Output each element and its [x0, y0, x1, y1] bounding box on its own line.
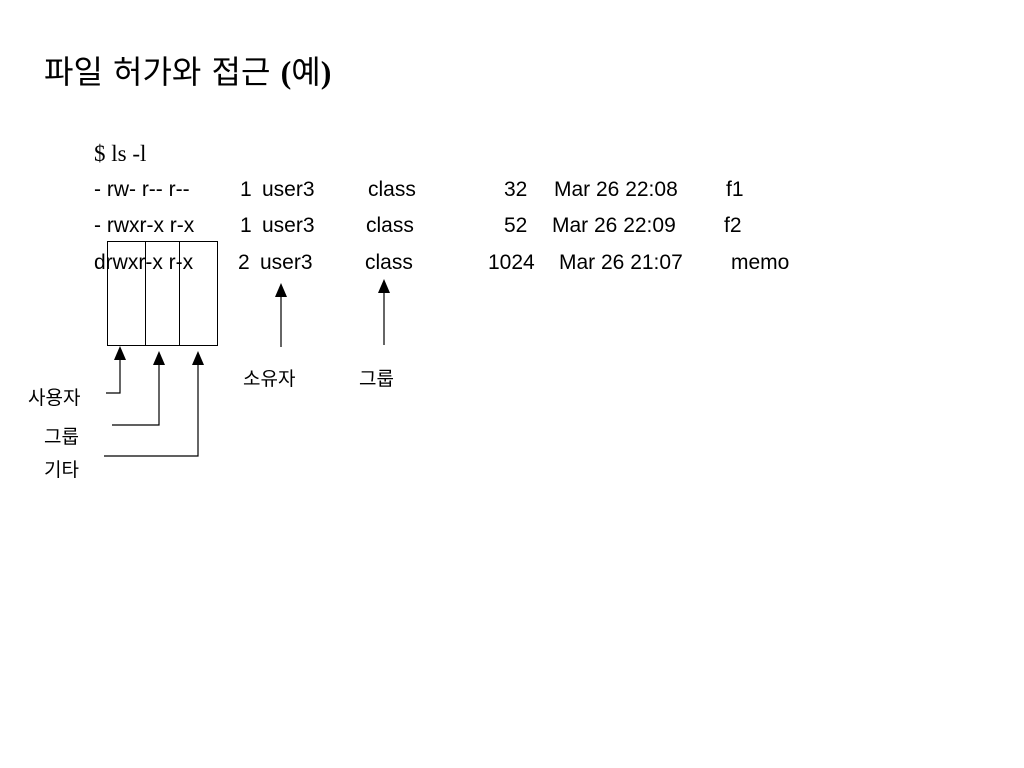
date-cell: Mar 26 21:07: [559, 251, 683, 274]
owner-cell: user3: [262, 214, 315, 237]
filename-cell: f1: [726, 178, 744, 201]
command-line: $ ls -l: [94, 141, 147, 166]
perm-user-label: 사용자: [28, 387, 81, 409]
owner-cell: user3: [262, 178, 315, 201]
title-paren-open: (: [280, 54, 292, 90]
owner-arrowhead: [275, 283, 287, 297]
date-cell: Mar 26 22:08: [554, 178, 678, 201]
date-cell: Mar 26 22:09: [552, 214, 676, 237]
other-perm-box: [179, 241, 218, 346]
size-cell: 1024: [488, 251, 535, 274]
links-cell: 1: [240, 214, 252, 237]
perms-cell: - rwxr-x r-x: [94, 214, 195, 237]
title-paren-close: ): [320, 54, 332, 90]
group-column-arrowhead: [378, 279, 390, 293]
other-arrowhead: [192, 351, 204, 365]
group-cell: class: [368, 178, 416, 201]
perm-other-label: 기타: [44, 459, 79, 481]
perm-group-label: 그룹: [44, 426, 79, 448]
group-arrow-line: [112, 364, 160, 426]
title-paren-word: 예: [291, 53, 321, 91]
group-column-label: 그룹: [359, 368, 394, 390]
links-cell: 2: [238, 251, 250, 274]
group-cell: class: [365, 251, 413, 274]
user-arrowhead: [114, 346, 126, 360]
perms-cell: - rw- r-- r--: [94, 178, 190, 201]
owner-cell: user3: [260, 251, 313, 274]
perms-cell: drwxr-x r-x: [94, 251, 194, 274]
other-arrow-line: [104, 364, 199, 457]
size-cell: 32: [504, 178, 528, 201]
owner-label: 소유자: [243, 368, 296, 390]
links-cell: 1: [240, 178, 252, 201]
filename-cell: memo: [731, 251, 790, 274]
group-arrowhead: [153, 351, 165, 365]
group-cell: class: [366, 214, 414, 237]
user-arrow-line: [106, 358, 121, 394]
slide-title: 파일 허가와 접근 (예): [44, 50, 331, 94]
filename-cell: f2: [724, 214, 742, 237]
title-text: 파일 허가와 접근: [44, 53, 271, 91]
size-cell: 52: [504, 214, 528, 237]
